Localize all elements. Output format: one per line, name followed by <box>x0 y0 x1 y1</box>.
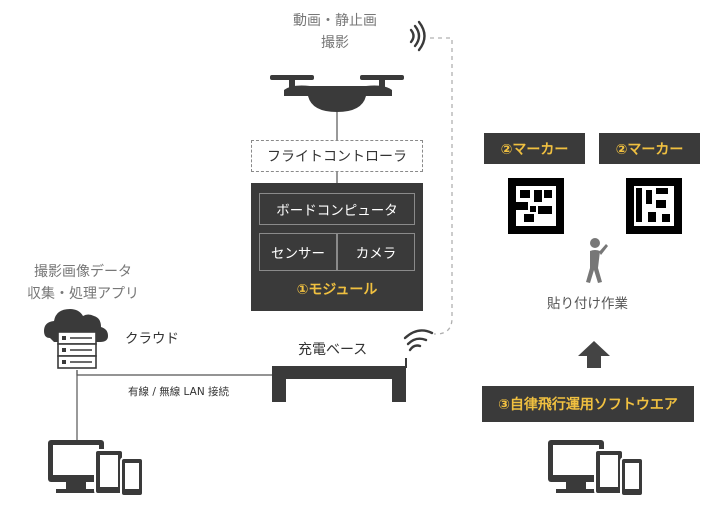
wifi-icon-drone <box>409 20 426 52</box>
wifi-icon-base <box>403 329 434 352</box>
capture-label-line1: 動画・静止画 <box>293 13 377 29</box>
drone-icon <box>270 75 404 112</box>
devices-icon-left <box>48 440 144 497</box>
capture-label: 動画・静止画 撮影 <box>275 10 395 54</box>
marker-pattern-2 <box>626 178 682 234</box>
devices-icon-right <box>548 440 644 497</box>
module-title: ①モジュール <box>296 282 378 298</box>
board-computer-cell: ボードコンピュータ <box>259 193 415 225</box>
cloud-app-line2: 収集・処理アプリ <box>27 286 139 302</box>
cloud-app-line1: 撮影画像データ <box>34 264 132 280</box>
board-computer-label: ボードコンピュータ <box>276 203 398 219</box>
marker-tag-2: ②マーカー <box>599 133 700 164</box>
lan-link-line <box>76 370 272 376</box>
cloud-app-label: 撮影画像データ 収集・処理アプリ <box>8 261 158 305</box>
camera-cell: カメラ <box>337 233 415 271</box>
capture-label-line2: 撮影 <box>321 35 349 51</box>
sensor-label: センサー <box>271 246 325 262</box>
wireless-dashed-link <box>430 37 453 335</box>
marker-label-2: ②マーカー <box>615 141 684 158</box>
sensor-cell: センサー <box>259 233 337 271</box>
charging-base-label: 充電ベース <box>298 342 368 358</box>
person-icon <box>586 238 608 283</box>
software-label: ③自律飛行運用ソフトウエア <box>498 397 678 413</box>
module-box: ボードコンピュータ センサー カメラ ①モジュール <box>251 183 423 311</box>
marker-tag-1: ②マーカー <box>484 133 585 164</box>
up-arrow-icon <box>578 341 610 368</box>
cloud-server-icon <box>44 309 108 369</box>
software-tag: ③自律飛行運用ソフトウエア <box>482 386 694 422</box>
cloud-label: クラウド <box>125 331 179 347</box>
flight-controller-label: フライトコントローラ <box>267 149 407 165</box>
lan-link-label: 有線 / 無線 LAN 接続 <box>128 386 230 398</box>
marker-label-1: ②マーカー <box>500 141 569 158</box>
attach-work-label: 貼り付け作業 <box>547 296 628 312</box>
charging-base-icon <box>272 366 406 402</box>
marker-pattern-1 <box>508 178 564 234</box>
camera-label: カメラ <box>355 246 397 262</box>
flight-controller-box: フライトコントローラ <box>251 140 423 172</box>
